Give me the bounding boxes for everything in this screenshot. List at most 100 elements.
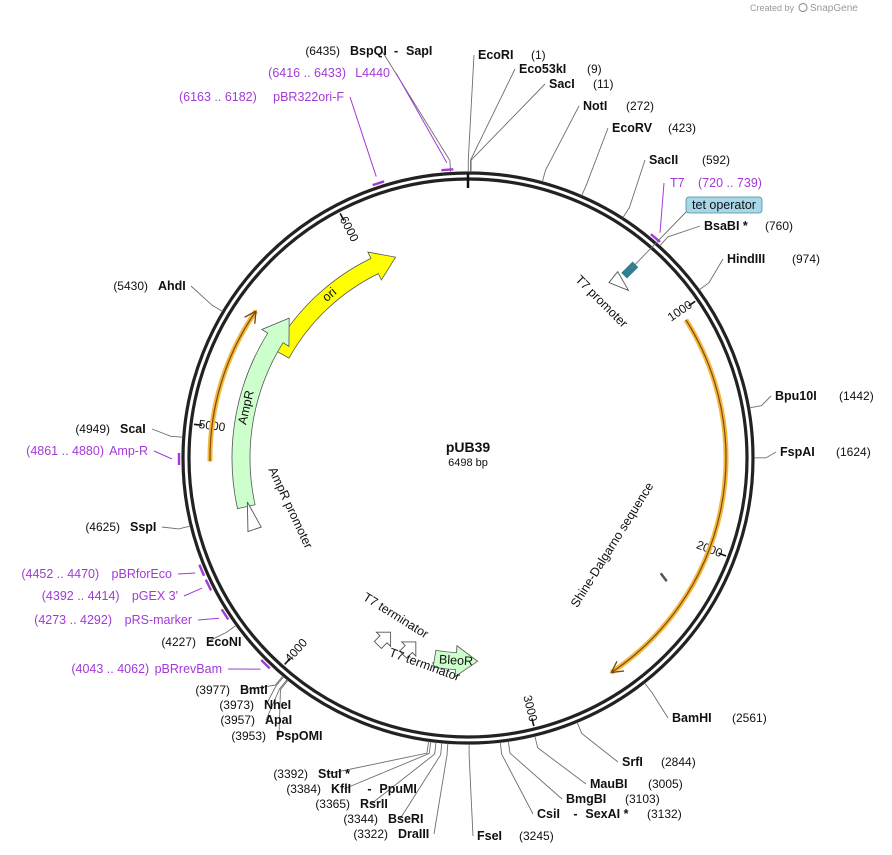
primer-amp-r[interactable]: Amp-R(4861 .. 4880) bbox=[26, 444, 148, 458]
feature-orf-left-10-arrowhead bbox=[244, 309, 257, 324]
site-apai-leader bbox=[265, 679, 288, 721]
site-bsabi[interactable]: BsaBI *(760) bbox=[704, 219, 793, 233]
site-bmgbi-name: BmgBI bbox=[566, 792, 606, 806]
site-srfi[interactable]: SrfI(2844) bbox=[622, 755, 696, 769]
site-hindiii[interactable]: HindIII(974) bbox=[727, 252, 820, 266]
site-bspqi[interactable]: (6435)BspQI-SapI bbox=[305, 44, 432, 58]
site-stui[interactable]: (3392)StuI * bbox=[273, 767, 350, 781]
site-eco53ki[interactable]: Eco53kI(9) bbox=[519, 62, 602, 76]
site-apai[interactable]: (3957)ApaI bbox=[220, 713, 292, 727]
site-ecorv-leader bbox=[581, 127, 609, 196]
primer-amp-r-leader bbox=[153, 450, 173, 460]
site-sacii[interactable]: SacII(592) bbox=[649, 153, 730, 167]
plasmid-size: 6498 bp bbox=[448, 457, 488, 469]
primer-pbrrevbam[interactable]: pBRrevBam(4043 .. 4062) bbox=[71, 662, 222, 676]
site-maubi-name: MauBI bbox=[590, 777, 628, 791]
site-fsei-position: (3245) bbox=[519, 829, 554, 843]
primer-pbr322ori-f-leader bbox=[349, 96, 377, 177]
feature-t7-promoter-3-arrow[interactable] bbox=[608, 270, 630, 292]
site-fsei-leader bbox=[468, 743, 474, 837]
site-rsrii[interactable]: (3365)RsrII bbox=[315, 797, 387, 811]
site-bmti[interactable]: (3977)BmtI bbox=[195, 683, 267, 697]
tick-mark-2000 bbox=[718, 552, 727, 557]
site-ecorv[interactable]: EcoRV(423) bbox=[612, 121, 696, 135]
site-bmti-position: (3977) bbox=[195, 683, 230, 697]
site-csii-position: (3132) bbox=[647, 807, 682, 821]
site-kfli-position: (3384) bbox=[286, 782, 321, 796]
primer-pgex-3-range: (4392 .. 4414) bbox=[42, 589, 120, 603]
feature-tet-operator-4-box[interactable] bbox=[685, 196, 763, 214]
site-ecori[interactable]: EcoRI(1) bbox=[478, 48, 546, 62]
site-csii-partner: SexAI * bbox=[585, 807, 628, 821]
site-bpu10i[interactable]: Bpu10I(1442) bbox=[775, 389, 874, 403]
site-draiii[interactable]: (3322)DraIII bbox=[353, 827, 429, 841]
site-maubi-position: (3005) bbox=[648, 777, 683, 791]
site-bspqi-dash: - bbox=[394, 44, 398, 58]
site-noti[interactable]: NotI(272) bbox=[583, 99, 654, 113]
site-csii[interactable]: CsiI-SexAI *(3132) bbox=[537, 807, 682, 821]
tick-label-6000: 6000 bbox=[337, 214, 362, 244]
site-bseri-position: (3344) bbox=[343, 812, 378, 826]
site-bseri[interactable]: (3344)BseRI bbox=[343, 812, 423, 826]
primer-pgex-3[interactable]: pGEX 3'(4392 .. 4414) bbox=[42, 589, 178, 603]
primer-amp-r-name: Amp-R bbox=[109, 444, 148, 458]
site-ahdi[interactable]: (5430)AhdI bbox=[113, 279, 185, 293]
site-bmgbi[interactable]: BmgBI (3103) bbox=[566, 792, 660, 806]
feature-ampr-promoter-2-arrow[interactable] bbox=[246, 501, 262, 533]
site-bamhi-leader bbox=[644, 682, 669, 719]
tick-mark-4000 bbox=[284, 657, 291, 665]
site-sspi-position: (4625) bbox=[85, 520, 120, 534]
site-pspomi[interactable]: (3953)PspOMI bbox=[231, 729, 322, 743]
primer-pbr322ori-f[interactable]: pBR322ori-F(6163 .. 6182) bbox=[179, 90, 344, 104]
site-maubi[interactable]: MauBI (3005) bbox=[590, 777, 683, 791]
site-csii-name: CsiI bbox=[537, 807, 560, 821]
site-bmgbi-position: (3103) bbox=[625, 792, 660, 806]
site-csii-leader bbox=[499, 742, 534, 815]
site-bspqi-name: BspQI bbox=[350, 44, 387, 58]
primer-l4440-range: (6416 .. 6433) bbox=[268, 66, 346, 80]
site-bmti-leader bbox=[240, 675, 284, 691]
feature-shine-dalgarno-sequence-8-label: Shine-Dalgarno sequence bbox=[568, 480, 656, 610]
tick-label-1000: 1000 bbox=[665, 297, 695, 324]
site-saci[interactable]: SacI(11) bbox=[549, 77, 613, 91]
primer-t7-mark bbox=[650, 233, 661, 243]
primer-t7[interactable]: T7(720 .. 739) bbox=[670, 176, 762, 190]
feature-orf-left-10-line bbox=[209, 310, 257, 462]
tick-mark-3000 bbox=[531, 718, 535, 727]
feature-t7-terminator-6-icon[interactable] bbox=[371, 625, 398, 652]
feature-ori-0-arrow[interactable] bbox=[273, 251, 397, 359]
site-ecori-leader bbox=[467, 54, 475, 173]
site-nhei-leader bbox=[265, 676, 285, 706]
site-sacii-leader bbox=[622, 159, 646, 218]
feature-t7-terminator-6-label: T7 terminator bbox=[361, 590, 431, 641]
site-econi-position: (4227) bbox=[161, 635, 196, 649]
snapgene-logo-icon bbox=[798, 2, 808, 13]
feature-ampr-1-arrow[interactable] bbox=[231, 317, 290, 510]
site-sacii-position: (592) bbox=[702, 153, 730, 167]
credit-prefix: Created by bbox=[750, 3, 795, 13]
site-fspai-name: FspAI bbox=[780, 445, 815, 459]
site-bamhi-name: BamHI bbox=[672, 711, 712, 725]
site-kfli[interactable]: (3384)KflI-PpuMI bbox=[286, 782, 417, 796]
primer-pbrforeco[interactable]: pBRforEco(4452 .. 4470) bbox=[21, 567, 172, 581]
primer-pbrrevbam-name: pBRrevBam bbox=[155, 662, 222, 676]
site-fsei[interactable]: FseI(3245) bbox=[477, 829, 554, 843]
site-scai[interactable]: (4949)ScaI bbox=[75, 422, 145, 436]
site-nhei-name: NheI bbox=[264, 698, 291, 712]
primer-prs-marker[interactable]: pRS-marker(4273 .. 4292) bbox=[34, 613, 192, 627]
feature-t7-terminator-7-icon[interactable] bbox=[396, 635, 423, 662]
feature-bleor-5-arrow[interactable] bbox=[432, 644, 479, 678]
site-bamhi[interactable]: BamHI(2561) bbox=[672, 711, 767, 725]
tick-mark-1000 bbox=[688, 300, 696, 307]
primer-pgex-3-leader bbox=[183, 587, 203, 597]
site-draiii-position: (3322) bbox=[353, 827, 388, 841]
plasmid-name: pUB39 bbox=[446, 439, 491, 455]
site-sspi[interactable]: (4625)SspI bbox=[85, 520, 156, 534]
site-nhei[interactable]: (3973)NheI bbox=[219, 698, 291, 712]
site-fspai[interactable]: FspAI(1624) bbox=[780, 445, 871, 459]
site-ecorv-name: EcoRV bbox=[612, 121, 653, 135]
primer-l4440[interactable]: L4440(6416 .. 6433) bbox=[268, 66, 390, 80]
site-draiii-leader bbox=[433, 743, 449, 835]
site-econi[interactable]: (4227)EcoNI bbox=[161, 635, 241, 649]
site-bsabi-leader bbox=[659, 225, 701, 247]
